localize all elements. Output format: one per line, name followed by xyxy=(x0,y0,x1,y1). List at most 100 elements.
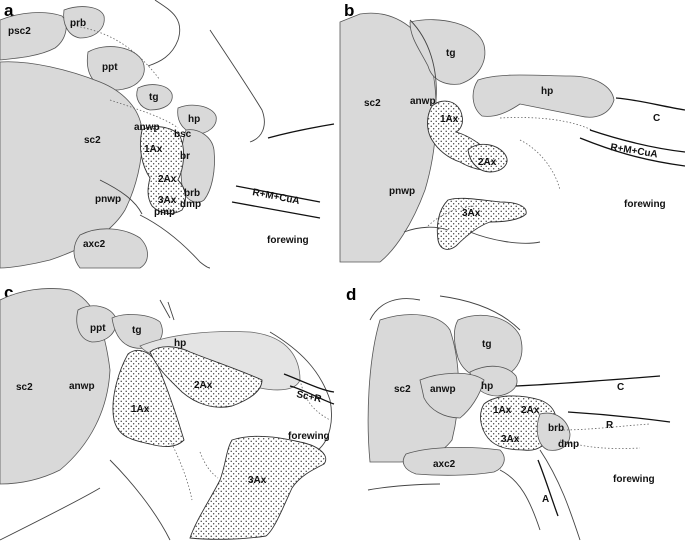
outline-b-3 xyxy=(469,231,541,244)
panel-a: a psc2 prb ppt tg sc2 anwp xyxy=(0,0,335,269)
label-bsc: bsc xyxy=(174,129,192,140)
label-tg-c: tg xyxy=(132,325,141,336)
label-vein-a: R+M+CuA xyxy=(251,187,300,207)
label-hp-d: hp xyxy=(481,381,493,392)
brb-sclerite-d xyxy=(536,412,571,451)
dotted-c-1 xyxy=(169,439,193,501)
outline-c-1 xyxy=(0,487,101,541)
axillary-b-3ax xyxy=(436,197,527,250)
label-3ax-d: 3Ax xyxy=(501,434,520,445)
label-anwp: anwp xyxy=(134,122,160,133)
vein-c-2 xyxy=(289,385,335,405)
label-anwp-d: anwp xyxy=(430,384,456,395)
axillary-b-2ax xyxy=(467,143,508,173)
label-sc2-c: sc2 xyxy=(16,382,33,393)
label-br: br xyxy=(180,151,190,162)
outline-d-4 xyxy=(499,469,541,531)
outline-d-3 xyxy=(367,483,441,491)
label-sc2-d: sc2 xyxy=(394,384,411,395)
psc2-sclerite xyxy=(0,12,67,61)
panel-letter-d: d xyxy=(346,285,356,304)
label-forewing-a: forewing xyxy=(267,235,309,246)
vein-b-rmcua-2 xyxy=(579,137,685,167)
label-dmp-d: dmp xyxy=(558,439,579,450)
label-hp-c: hp xyxy=(174,338,186,349)
outline-c-5 xyxy=(167,301,175,321)
axc2-sclerite-d xyxy=(402,446,505,476)
outline-a-4 xyxy=(99,179,143,215)
outline-d-1 xyxy=(369,298,421,321)
label-c-d: C xyxy=(617,382,624,393)
label-anwp-b: anwp xyxy=(410,96,436,107)
dotted-c-3 xyxy=(299,379,331,421)
label-r-d: R xyxy=(606,420,614,431)
vein-a-1 xyxy=(235,185,321,203)
label-3ax-c: 3Ax xyxy=(248,475,267,486)
hp-sclerite-b xyxy=(472,74,615,118)
label-axc2-d: axc2 xyxy=(433,459,456,470)
outline-a-1 xyxy=(147,0,181,67)
dotted-b-1 xyxy=(499,117,593,131)
label-sc2: sc2 xyxy=(84,135,101,146)
label-axc2: axc2 xyxy=(83,239,106,250)
label-hp: hp xyxy=(188,114,200,125)
tg-sclerite-b xyxy=(409,19,486,85)
label-prb: prb xyxy=(70,18,86,29)
dotted-a-2 xyxy=(109,99,179,129)
label-forewing-c: forewing xyxy=(288,431,330,442)
label-brb: brb xyxy=(184,188,200,199)
outline-d-2 xyxy=(439,295,521,331)
label-vein-b: R+M+CuA xyxy=(610,142,659,160)
axillary-c-3ax xyxy=(189,435,327,540)
label-psc2: psc2 xyxy=(8,26,31,37)
outline-a-3 xyxy=(139,214,211,269)
outline-a-2 xyxy=(209,29,265,143)
vein-b-c xyxy=(615,97,685,111)
label-tg-d: tg xyxy=(482,339,491,350)
panel-letter-b: b xyxy=(344,1,354,20)
label-1ax-d: 1Ax xyxy=(493,405,512,416)
tg-sclerite xyxy=(136,84,173,111)
vein-d-a xyxy=(537,459,559,517)
label-2ax-c: 2Ax xyxy=(194,380,213,391)
label-hp-b: hp xyxy=(541,86,553,97)
outline-c-2 xyxy=(269,331,332,451)
panel-d: d tg sc2 anwp hp C 1Ax 2Ax R xyxy=(346,285,671,541)
outline-b-1 xyxy=(409,19,437,101)
dotted-d-1 xyxy=(559,423,651,431)
label-3ax-b: 3Ax xyxy=(462,208,481,219)
label-forewing-b: forewing xyxy=(624,199,666,210)
hp-sclerite xyxy=(177,104,217,135)
label-sc2-b: sc2 xyxy=(364,98,381,109)
label-1ax-c: 1Ax xyxy=(131,404,150,415)
label-2ax-d: 2Ax xyxy=(521,405,540,416)
axc2-sclerite xyxy=(73,228,148,269)
label-1ax: 1Ax xyxy=(144,144,163,155)
label-2ax: 2Ax xyxy=(158,174,177,185)
label-a-d: A xyxy=(542,494,549,505)
ppt-sclerite-c xyxy=(76,305,117,343)
outline-d-5 xyxy=(539,449,581,541)
label-c-b: C xyxy=(653,113,660,124)
label-ppt: ppt xyxy=(102,62,118,73)
dotted-b-2 xyxy=(519,139,561,191)
label-2ax-b: 2Ax xyxy=(478,157,497,168)
panel-b: b tg hp sc2 anwp 1Ax C 2Ax R+M+CuA pnwp xyxy=(339,1,685,263)
vein-b-rmcua-1 xyxy=(589,129,685,153)
outline-b-2 xyxy=(403,226,449,233)
axillary-d-column xyxy=(480,395,557,451)
label-tg: tg xyxy=(149,92,158,103)
panel-c: c ppt tg hp sc2 anwp 2Ax Sc+R 1Ax xyxy=(0,283,335,541)
label-dmp: dmp xyxy=(180,199,201,210)
label-3ax: 3Ax xyxy=(158,195,177,206)
label-pnwp-b: pnwp xyxy=(389,186,415,197)
vein-c-1 xyxy=(283,373,335,393)
label-1ax-b: 1Ax xyxy=(440,114,459,125)
dotted-c-2 xyxy=(199,451,219,479)
sc2-sclerite-d xyxy=(367,314,459,463)
panel-letter-c: c xyxy=(4,283,13,302)
vein-d-r xyxy=(567,411,671,423)
label-pmp: pmp xyxy=(154,207,175,218)
label-vein-c: Sc+R xyxy=(295,389,323,405)
